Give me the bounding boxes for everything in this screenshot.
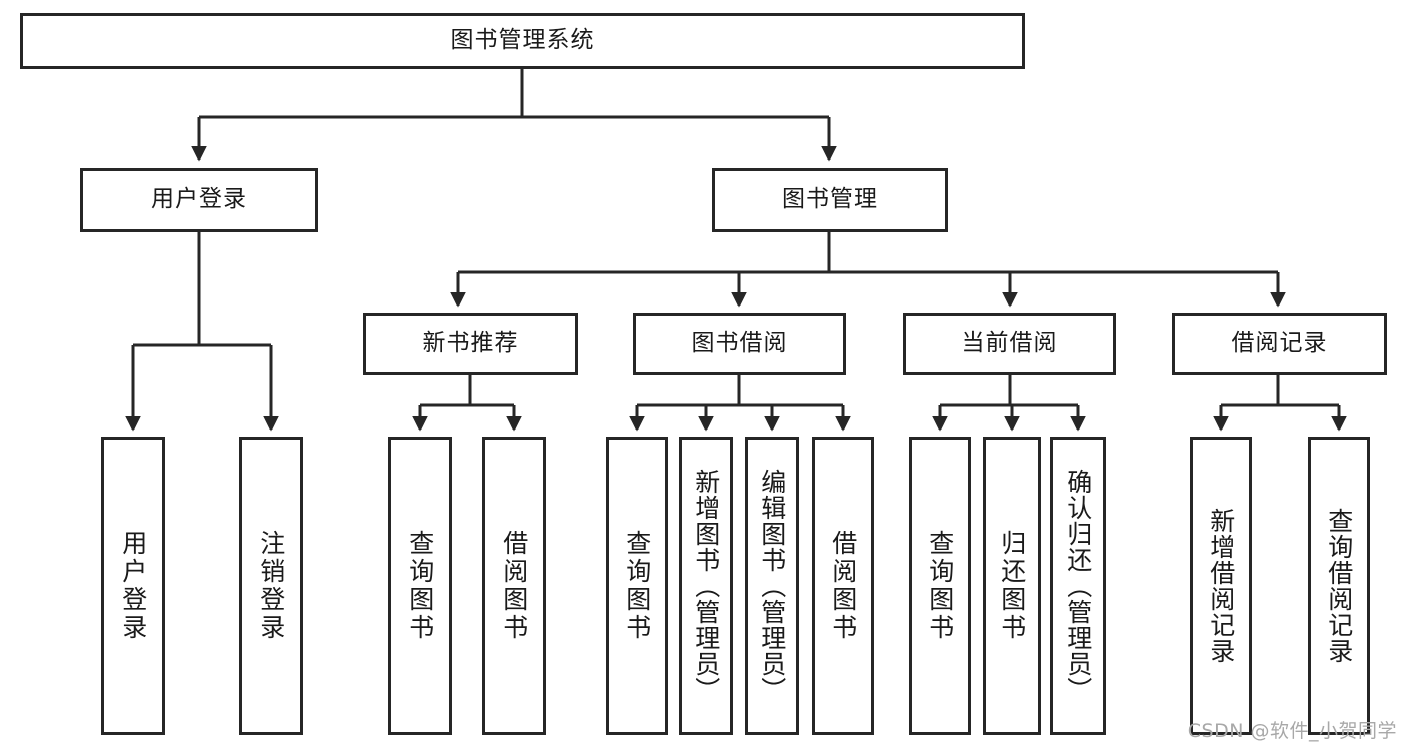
leaf-query-book-current[interactable]: 查询图书 <box>909 437 971 735</box>
node-new-book-recommend[interactable]: 新书推荐 <box>363 313 578 375</box>
leaf-user-login[interactable]: 用户登录 <box>101 437 165 735</box>
node-book-borrow[interactable]: 图书借阅 <box>633 313 846 375</box>
leaf-logout[interactable]: 注销登录 <box>239 437 303 735</box>
csdn-watermark: CSDN @软件_小贺同学 <box>1187 720 1397 742</box>
leaf-borrow-book[interactable]: 借阅图书 <box>812 437 874 735</box>
node-current-borrow[interactable]: 当前借阅 <box>903 313 1116 375</box>
leaf-add-borrow-record[interactable]: 新增借阅记录 <box>1190 437 1252 735</box>
leaf-confirm-return-admin[interactable]: 确认归还（管理员） <box>1050 437 1106 735</box>
leaf-edit-book-admin[interactable]: 编辑图书（管理员） <box>745 437 799 735</box>
leaf-query-book-newrec[interactable]: 查询图书 <box>388 437 452 735</box>
leaf-query-book-borrow[interactable]: 查询图书 <box>606 437 668 735</box>
node-book-management[interactable]: 图书管理 <box>712 168 948 232</box>
node-borrow-record[interactable]: 借阅记录 <box>1172 313 1387 375</box>
leaf-return-book[interactable]: 归还图书 <box>983 437 1041 735</box>
leaf-add-book-admin[interactable]: 新增图书（管理员） <box>679 437 733 735</box>
leaf-query-borrow-record[interactable]: 查询借阅记录 <box>1308 437 1370 735</box>
node-root[interactable]: 图书管理系统 <box>20 13 1025 69</box>
node-user-login[interactable]: 用户登录 <box>80 168 318 232</box>
leaf-borrow-book-newrec[interactable]: 借阅图书 <box>482 437 546 735</box>
